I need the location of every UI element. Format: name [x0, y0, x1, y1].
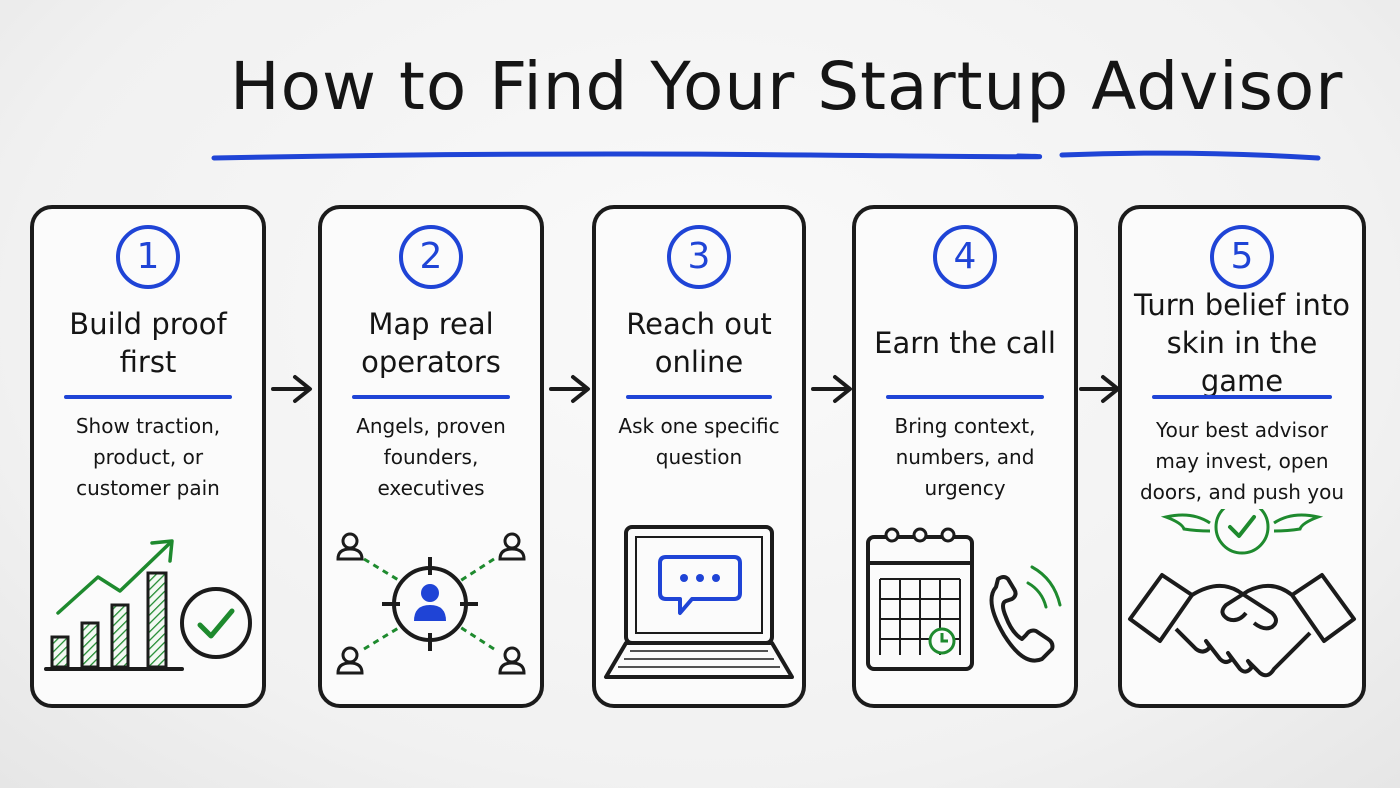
calendar-phone-illustration — [866, 527, 1062, 671]
step-description: Bring context, numbers, and urgency — [894, 414, 1036, 500]
handshake-icon — [1128, 573, 1356, 678]
step-heading: Reach out online — [626, 307, 772, 379]
heading-underline — [626, 395, 772, 399]
heading-underline — [886, 395, 1044, 399]
step-card-1: 1 Build proof first Show traction, produ… — [30, 205, 266, 708]
step-number-badge: 1 — [116, 225, 180, 289]
step-heading: Turn belief into skin in the game — [1134, 288, 1350, 398]
step-description: Angels, proven founders, executives — [356, 414, 506, 500]
step-heading: Build proof first — [69, 307, 227, 379]
step-number-badge: 2 — [399, 225, 463, 289]
network-illustration — [336, 532, 526, 675]
check-circle-icon — [180, 587, 252, 659]
page-title: How to Find Your Startup Advisor — [230, 48, 1344, 125]
chat-bubble-icon — [658, 555, 742, 615]
step-number-badge: 3 — [667, 225, 731, 289]
step-heading: Map real operators — [361, 307, 501, 379]
step-number-badge: 5 — [1210, 225, 1274, 289]
arrow-icon — [549, 375, 590, 403]
step-card-2: 2 Map real operators Angels, proven foun… — [318, 205, 544, 708]
bar-chart-icon — [44, 539, 184, 671]
step-heading: Earn the call — [874, 326, 1056, 360]
person-icon — [336, 532, 526, 675]
phone-icon — [989, 565, 1062, 663]
calendar-icon — [866, 527, 974, 671]
arrow-icon — [271, 375, 312, 403]
winged-check-icon — [1160, 509, 1324, 555]
step-card-4: 4 Earn the call Bring context, numbers, … — [852, 205, 1078, 708]
step-number-badge: 4 — [933, 225, 997, 289]
target-person-icon — [382, 557, 478, 651]
arrow-icon — [1079, 375, 1120, 403]
title-underline — [211, 150, 1321, 161]
step-card-5: 5 Turn belief into skin in the game Your… — [1118, 205, 1366, 708]
step-description: Ask one specific question — [618, 414, 780, 469]
arrow-icon — [811, 375, 852, 403]
heading-underline — [1152, 395, 1332, 399]
step-description: Your best advisor may invest, open doors… — [1139, 418, 1345, 504]
step-description: Show traction, product, or customer pain — [75, 414, 221, 500]
heading-underline — [352, 395, 510, 399]
laptop-icon — [604, 525, 794, 679]
handshake-illustration — [1128, 509, 1356, 678]
heading-underline — [64, 395, 232, 399]
step-card-3: 3 Reach out online Ask one specific ques… — [592, 205, 806, 708]
